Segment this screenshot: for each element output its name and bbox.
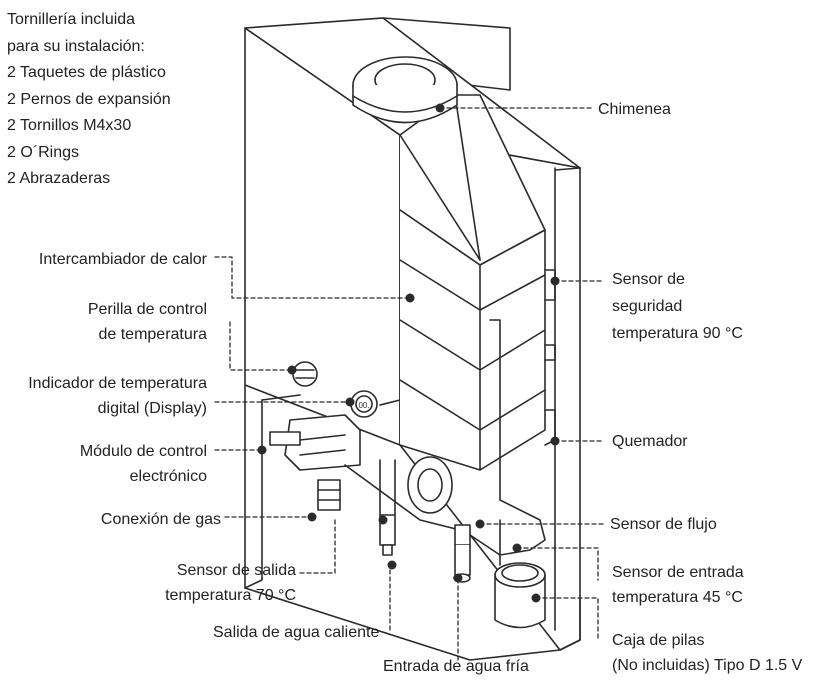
gas-fitting	[317, 479, 341, 511]
hardware-line: Tornillería incluida	[7, 11, 136, 28]
label-sensor-entrada: Sensor de entrada temperatura 45 °C	[612, 560, 744, 610]
label-chimenea: Chimenea	[598, 101, 671, 118]
hardware-line: 2 Tornillos M4x30	[7, 117, 132, 134]
label-modulo-line: Módulo de control	[79, 443, 207, 460]
label-caja-pilas: Caja de pilas (No incluidas) Tipo D 1.5 …	[612, 628, 802, 678]
hardware-line: 2 Taquetes de plástico	[7, 64, 166, 81]
label-salida-agua: Salida de agua caliente	[213, 624, 380, 641]
label-sensor-flujo: Sensor de flujo	[610, 516, 717, 533]
label-sensor-entrada-line: Sensor de entrada	[612, 564, 744, 581]
hardware-line: 2 O´Rings	[7, 143, 80, 161]
hardware-line: 2 Abrazaderas	[7, 170, 111, 187]
label-perilla: Perilla de control de temperatura	[88, 297, 207, 347]
label-quemador: Quemador	[612, 433, 688, 450]
label-caja-pilas-line: Caja de pilas	[612, 632, 705, 649]
label-sensor-seguridad-line: temperatura 90 °C	[612, 325, 743, 342]
label-gas: Conexión de gas	[100, 511, 221, 528]
label-modulo: Módulo de control electrónico	[80, 439, 207, 489]
label-sensor-salida-line: Sensor de salida	[176, 562, 296, 579]
leader-dots	[257, 103, 560, 603]
hardware-line: para su instalación:	[7, 37, 145, 55]
label-sensor-seguridad: Sensor de seguridad temperatura 90 °C	[612, 266, 743, 347]
label-modulo-line: electrónico	[129, 468, 207, 485]
leader-lines	[214, 107, 604, 661]
hardware-line: 2 Pernos de expansión	[7, 90, 171, 108]
label-indicador: Indicador de temperatura digital (Displa…	[28, 371, 207, 421]
control-module	[284, 414, 361, 471]
label-sensor-seguridad-line: Sensor de	[612, 271, 685, 288]
label-sensor-salida-line: temperatura 70 °C	[165, 587, 296, 604]
hardware-list: Tornillería incluida para su instalación…	[7, 7, 171, 193]
label-perilla-line: Perilla de control	[87, 301, 207, 318]
label-indicador-line: digital (Display)	[97, 400, 207, 417]
label-intercambiador: Intercambiador de calor	[38, 251, 207, 268]
label-sensor-seguridad-line: seguridad	[612, 298, 683, 315]
label-entrada-agua: Entrada de agua fría	[383, 658, 529, 675]
display-readout: 00.	[358, 401, 369, 410]
battery-box	[494, 574, 546, 629]
label-perilla-line: de temperatura	[98, 326, 207, 343]
label-indicador-line: Indicador de temperatura	[28, 375, 207, 392]
label-sensor-entrada-line: temperatura 45 °C	[612, 589, 743, 606]
lower-housing	[244, 384, 581, 661]
label-sensor-salida: Sensor de salida temperatura 70 °C	[165, 558, 296, 608]
knob	[292, 361, 318, 387]
label-caja-pilas-line: (No incluidas) Tipo D 1.5 V	[612, 657, 803, 674]
